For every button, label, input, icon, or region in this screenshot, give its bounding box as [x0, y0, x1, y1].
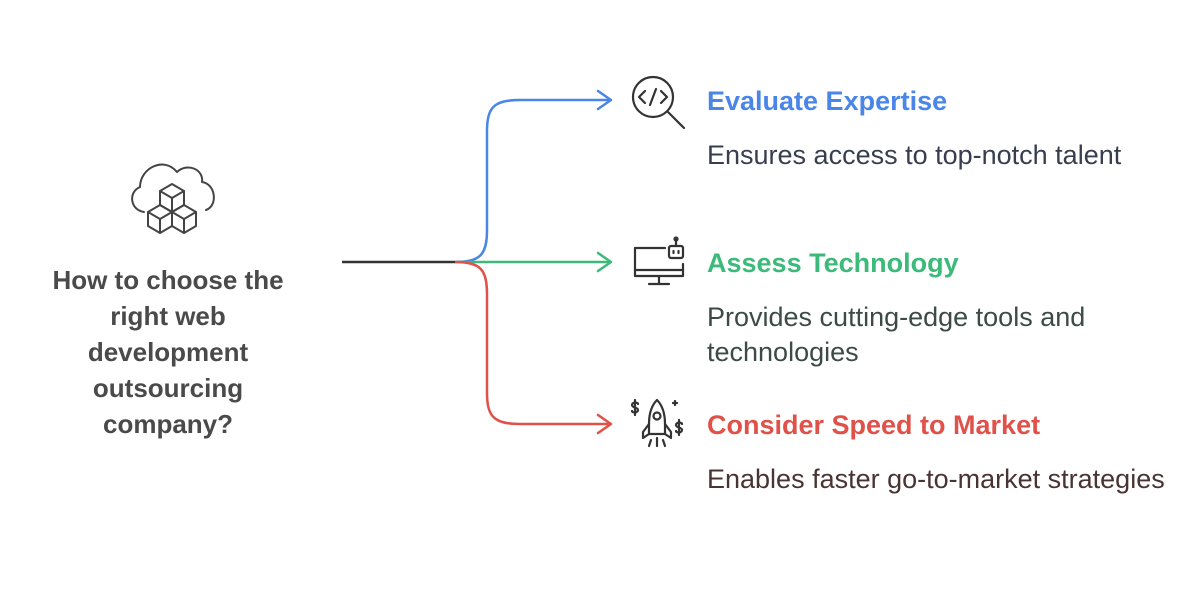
cloud-cubes-icon — [131, 163, 215, 234]
arrow-technology — [596, 251, 613, 273]
arrow-expertise — [596, 89, 613, 111]
branch-title-expertise: Evaluate Expertise — [707, 86, 948, 116]
branch-desc-expertise: Ensures access to top-notch talent — [707, 140, 1122, 170]
branch-desc-technology: Provides cutting-edge tools and technolo… — [707, 302, 1086, 367]
connector-speed — [454, 260, 610, 426]
branch-desc-speed: Enables faster go-to-market strategies — [707, 464, 1165, 494]
monitor-bot-icon — [633, 236, 685, 286]
rocket-dollar-icon — [630, 398, 684, 448]
branch-title-speed: Consider Speed to Market — [707, 410, 1041, 440]
connector-expertise — [454, 98, 610, 264]
arrow-speed — [596, 413, 613, 435]
branch-title-technology: Assess Technology — [707, 248, 959, 278]
root-title: How to choose the right web development … — [52, 265, 284, 439]
code-search-icon — [631, 75, 686, 130]
